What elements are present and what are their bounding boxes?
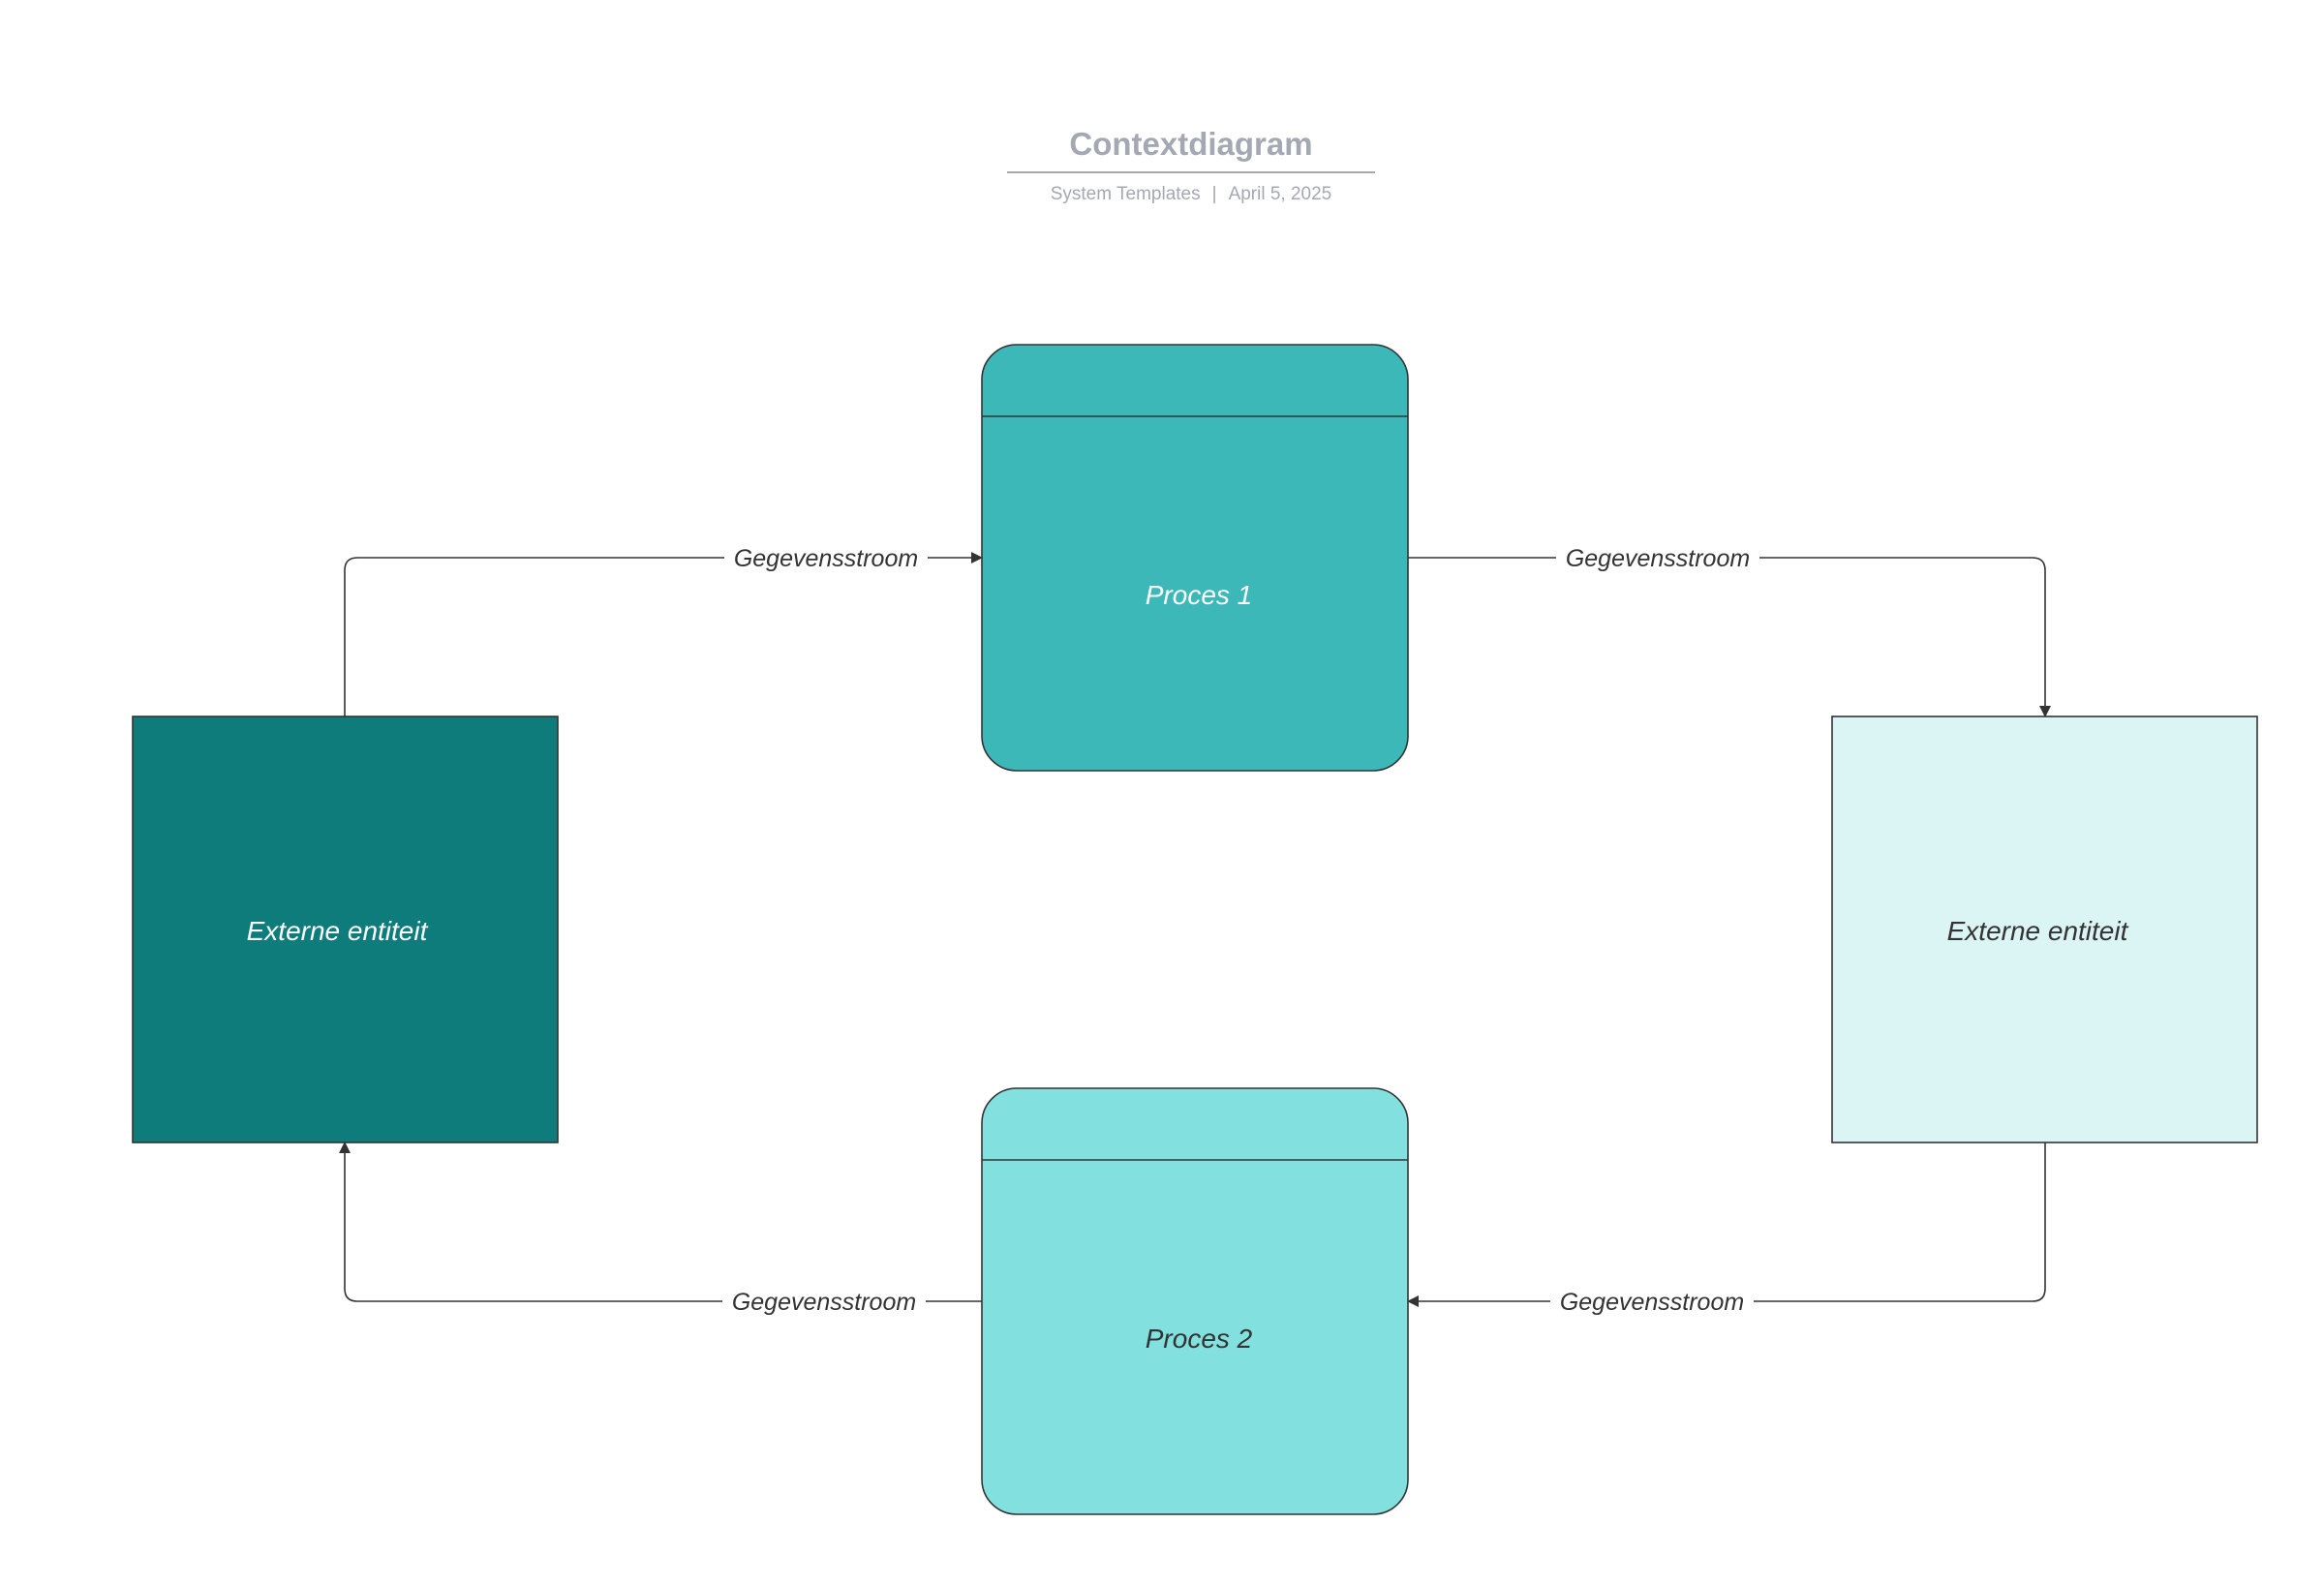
flow-label-left-to-process-1[interactable]: Gegevensstroom [724, 542, 928, 573]
diagram-date: April 5, 2025 [1228, 184, 1332, 204]
flow-label-text: Gegevensstroom [732, 1289, 916, 1316]
flow-label-background [1556, 542, 1759, 573]
external-entity-right-label: Externe entiteit [1947, 916, 2129, 946]
flow-label-text: Gegevensstroom [734, 545, 918, 572]
flow-connector-left-to-process-1[interactable] [344, 552, 983, 716]
flow-label-process-2-to-left[interactable]: Gegevensstroom [722, 1286, 926, 1317]
title-underline [1007, 171, 1375, 173]
diagram-subtitle: System Templates | April 5, 2025 [1007, 184, 1375, 205]
external-entity-left-label: Externe entiteit [247, 916, 429, 946]
flow-connector-process-1-to-right[interactable] [1408, 557, 2051, 717]
external-entity-left-node[interactable]: Externe entiteit [132, 716, 559, 1143]
process-2-label: Proces 2 [1146, 1324, 1253, 1354]
flow-label-right-to-process-2[interactable]: Gegevensstroom [1550, 1286, 1754, 1317]
flow-label-process-1-to-right[interactable]: Gegevensstroom [1556, 542, 1759, 573]
external-entity-right-shape [1831, 716, 2258, 1143]
process-1-node[interactable]: Proces 1 [981, 344, 1409, 772]
flow-label-background [722, 1286, 926, 1317]
process-1-shape [981, 344, 1409, 772]
subtitle-separator: | [1211, 184, 1217, 204]
flow-label-text: Gegevensstroom [1566, 545, 1750, 572]
flow-connector-process-2-to-left[interactable] [339, 1142, 982, 1302]
flow-connector-right-to-process-2[interactable] [1407, 1142, 2046, 1307]
diagram-title: Contextdiagram [1069, 126, 1313, 162]
flow-label-background [1550, 1286, 1754, 1317]
process-2-shape [981, 1087, 1409, 1515]
flow-label-background [724, 542, 928, 573]
flow-label-text: Gegevensstroom [1560, 1289, 1744, 1316]
external-entity-left-shape [132, 716, 559, 1143]
template-source: System Templates [1050, 184, 1201, 204]
process-1-label: Proces 1 [1146, 580, 1253, 610]
process-2-node[interactable]: Proces 2 [981, 1087, 1409, 1515]
external-entity-right-node[interactable]: Externe entiteit [1831, 716, 2258, 1143]
